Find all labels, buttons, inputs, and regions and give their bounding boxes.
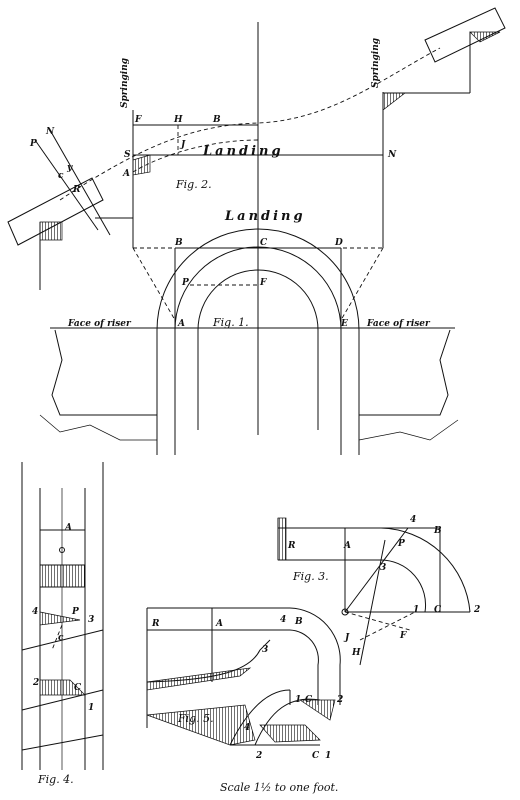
fig2-caption: Fig. 2. <box>175 178 212 191</box>
springing-right-label: Springing <box>371 38 381 88</box>
letter-c-fig4: c <box>58 633 64 643</box>
letter-C-lower-fig5: C <box>312 751 320 761</box>
fig2-drawing <box>7 7 506 435</box>
num-4-fig3: 4 <box>410 515 416 525</box>
letter-A-fig4: A <box>64 523 72 533</box>
num-3-fig3: 3 <box>380 563 386 573</box>
letter-P-fig3: P <box>397 539 405 549</box>
num-4-fig5: 4 <box>280 615 286 625</box>
text-labels: Springing Springing Landing Landing Face… <box>29 38 480 794</box>
letter-A-fig1: A <box>177 319 185 329</box>
letter-B-fig5: B <box>294 617 303 627</box>
letter-F-fig2: F <box>134 115 142 125</box>
letter-c-fig2: c <box>58 171 64 181</box>
num-1-fig3: 1 <box>413 605 419 615</box>
letter-C-fig4: C <box>74 683 82 693</box>
letter-N-left-fig2: N <box>45 127 55 137</box>
fig1-drawing <box>39 228 459 455</box>
num-2-lower-fig5: 2 <box>255 751 262 761</box>
letter-B-fig2: B <box>212 115 221 125</box>
face-of-riser-left: Face of riser <box>67 319 132 329</box>
letter-P-fig1: P <box>181 278 189 288</box>
num-2-right-fig5: 2 <box>336 695 343 705</box>
landing-label-fig1: Landing <box>224 209 306 224</box>
letter-C-fig1: C <box>260 238 268 248</box>
letter-R-fig2: R <box>72 185 81 195</box>
fig3-caption: Fig. 3. <box>292 570 329 583</box>
num-3-fig5: 3 <box>262 645 268 655</box>
fig1-caption: Fig. 1. <box>212 316 249 329</box>
num-1-fig4: 1 <box>88 703 94 713</box>
fig3-drawing <box>277 517 471 666</box>
letter-B-fig1: B <box>174 238 183 248</box>
letter-y-fig2: y <box>66 163 73 173</box>
fig4-caption: Fig. 4. <box>37 773 74 786</box>
letter-P-fig4: P <box>71 607 79 617</box>
letter-A-fig5: A <box>215 619 223 629</box>
num-1-lower-fig5: 1 <box>325 751 331 761</box>
num-1-fig5: 1 <box>295 695 301 705</box>
fig5-caption: Fig. 5. <box>177 712 214 725</box>
letter-J-fig2: J <box>179 140 186 150</box>
num-4-fig4: 4 <box>32 607 38 617</box>
letter-C-fig5: C <box>305 695 313 705</box>
letter-J-fig3: J <box>343 633 350 643</box>
num-3-fig4: 3 <box>88 615 94 625</box>
letter-B-fig3: B <box>433 526 442 536</box>
letter-A-fig3: A <box>343 541 351 551</box>
letter-N-right-fig2: N <box>387 150 397 160</box>
scale-caption: Scale 1½ to one foot. <box>220 781 338 794</box>
letter-R-fig3: R <box>287 541 296 551</box>
fig4-drawing <box>21 462 104 770</box>
letter-C-fig3: C <box>434 605 442 615</box>
num-2-fig4: 2 <box>32 678 39 688</box>
letter-R-fig5: R <box>151 619 160 629</box>
letter-D-fig1: D <box>334 238 343 248</box>
face-of-riser-right: Face of riser <box>366 319 431 329</box>
letter-F-fig1: F <box>259 278 267 288</box>
letter-H-fig3: H <box>351 648 361 658</box>
letter-F-fig3: F <box>399 631 407 641</box>
letter-E-fig1: E <box>340 319 348 329</box>
letter-S-fig2: S <box>124 150 131 160</box>
letter-H-fig2: H <box>173 115 183 125</box>
letter-P-fig2: P <box>29 139 37 149</box>
springing-left-label: Springing <box>120 58 130 108</box>
num-4-lower-fig5: 4 <box>244 723 250 733</box>
landing-label-fig2: Landing <box>202 144 284 159</box>
num-2-fig3: 2 <box>473 605 480 615</box>
letter-A-fig2: A <box>122 169 130 179</box>
fig5-drawing <box>146 607 341 746</box>
